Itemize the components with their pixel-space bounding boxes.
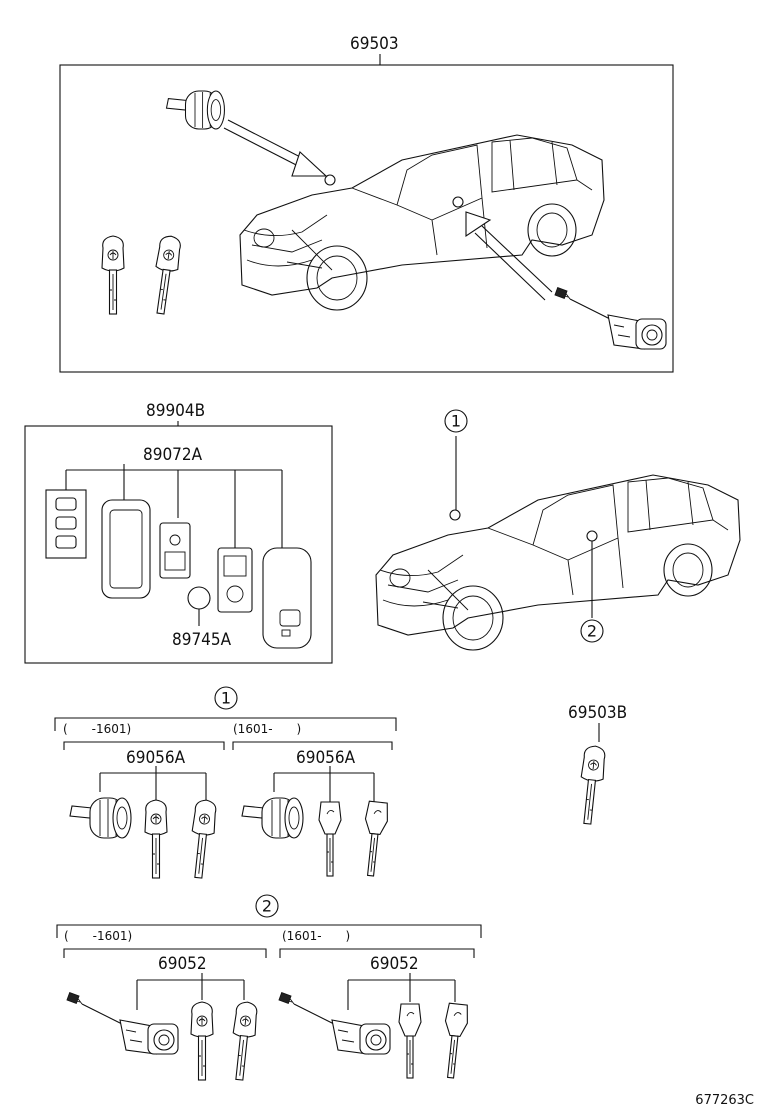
key-cover xyxy=(262,547,312,649)
door-point-right xyxy=(586,530,598,542)
key-g1-left-2 xyxy=(186,798,218,880)
ignition-point-top xyxy=(324,174,336,186)
circuit-board xyxy=(159,522,191,579)
ignition-cylinder-g1-right xyxy=(241,797,304,839)
vehicle-illustration-top xyxy=(239,134,605,311)
vehicle-illustration-right xyxy=(375,474,741,651)
callout-2-group xyxy=(255,894,279,918)
range-group2-after: (1601- ) xyxy=(282,929,350,943)
callout-2-right xyxy=(580,619,604,643)
key-g2-right-1 xyxy=(398,1003,422,1079)
part-label-69503: 69503 xyxy=(350,34,399,54)
door-cylinder-top xyxy=(554,286,667,350)
key-g2-left-1 xyxy=(190,1001,214,1081)
battery xyxy=(187,586,211,610)
key-g1-left-1 xyxy=(144,799,168,879)
callout-1-group xyxy=(214,686,238,710)
part-label-89904B: 89904B xyxy=(146,401,205,421)
key-g2-right-2 xyxy=(439,1002,470,1080)
key-g2-left-2 xyxy=(227,1000,259,1082)
door-point-top xyxy=(452,196,464,208)
diagram-code: 677263C xyxy=(695,1093,754,1108)
assembly-box-89904B xyxy=(24,425,333,664)
assembly-box-69503 xyxy=(59,64,674,373)
range-group1-before: ( -1601) xyxy=(63,722,131,736)
ignition-cylinder-top xyxy=(165,90,225,130)
door-cylinder-g2-right xyxy=(278,991,391,1055)
key-case-frame xyxy=(101,499,151,599)
part-label-69052-right: 69052 xyxy=(370,954,419,974)
svg-text:2: 2 xyxy=(262,897,272,916)
door-cylinder-g2-left xyxy=(66,991,179,1055)
svg-text:1: 1 xyxy=(451,412,461,431)
key-69503B xyxy=(575,744,607,826)
back-plate xyxy=(217,547,253,613)
svg-text:1: 1 xyxy=(221,689,231,708)
key-g1-right-2 xyxy=(359,800,390,878)
key-top-2 xyxy=(149,234,183,316)
range-group1-after: (1601- ) xyxy=(233,722,301,736)
key-top-1 xyxy=(101,235,125,315)
range-group2-before: ( -1601) xyxy=(64,929,132,943)
part-label-69056A-left: 69056A xyxy=(126,748,186,768)
part-label-89745A: 89745A xyxy=(172,630,232,650)
svg-text:2: 2 xyxy=(587,622,597,641)
part-label-69052-left: 69052 xyxy=(158,954,207,974)
part-label-89072A: 89072A xyxy=(143,445,203,465)
ignition-point-right xyxy=(449,509,461,521)
part-label-69056A-right: 69056A xyxy=(296,748,356,768)
part-label-69503B: 69503B xyxy=(568,703,627,723)
key-g1-right-1 xyxy=(318,801,342,877)
ignition-cylinder-g1-left xyxy=(69,797,132,839)
callout-1-right xyxy=(444,409,468,433)
